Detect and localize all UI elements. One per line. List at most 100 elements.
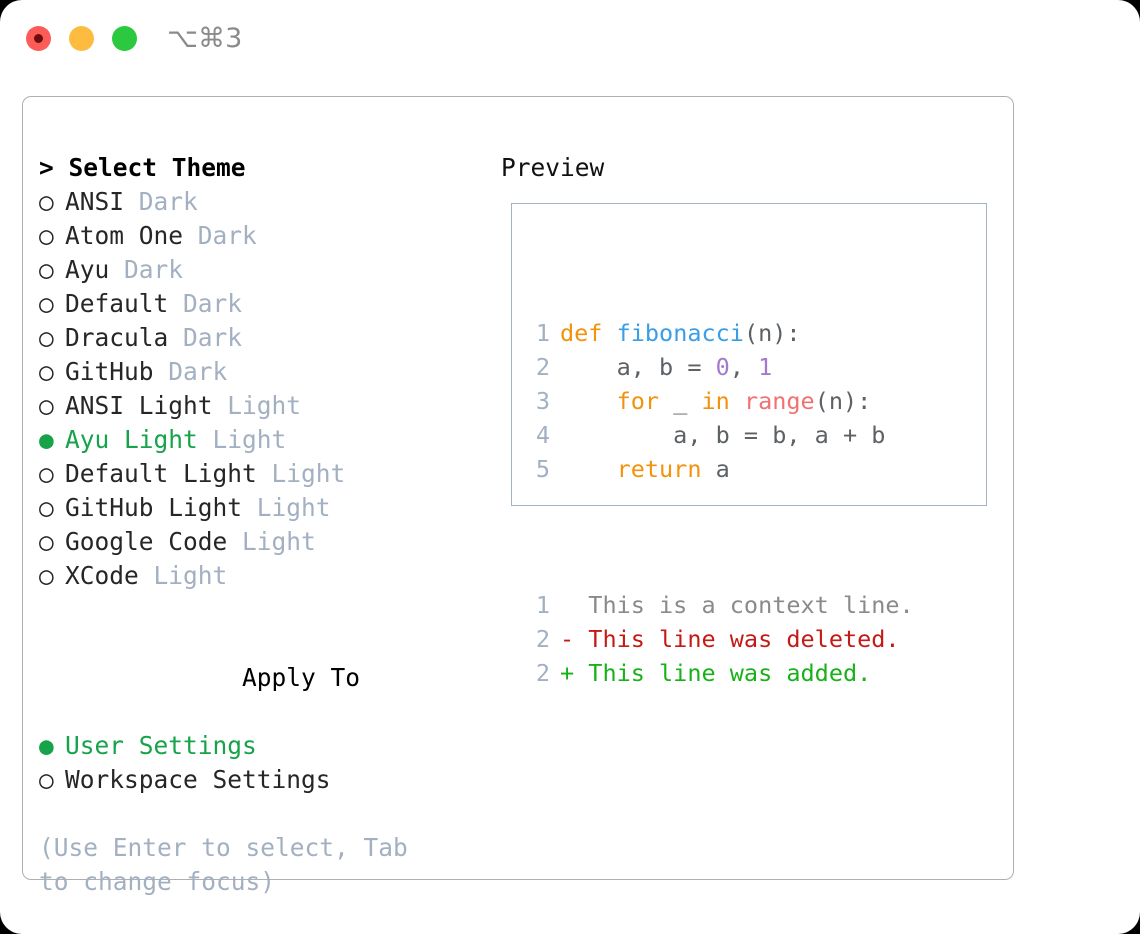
theme-item-ansi-light[interactable]: ○ ANSI Light Light: [39, 389, 479, 423]
diff-text: This is a context line.: [588, 591, 914, 619]
diff-line-deleted: 2- This line was deleted.: [528, 622, 914, 656]
theme-item-label: Ayu: [65, 255, 110, 284]
line-number: 3: [535, 387, 550, 415]
line-number: 1: [535, 319, 550, 347]
theme-item-ayu[interactable]: ○ Ayu Dark: [39, 253, 479, 287]
apply-to-list: ● User Settings○ Workspace Settings: [39, 729, 479, 797]
apply-to-item-workspace-settings[interactable]: ○ Workspace Settings: [39, 763, 479, 797]
line-number: 1: [535, 591, 550, 619]
diff-line-added: 2 + This line was added.: [528, 656, 914, 690]
theme-item-tag: Light: [256, 459, 346, 488]
minimize-button[interactable]: [69, 26, 94, 51]
apply-to-item-user-settings[interactable]: ● User Settings: [39, 729, 479, 763]
theme-item-atom-one[interactable]: ○ Atom One Dark: [39, 219, 479, 253]
apply-to-header: Apply To: [39, 627, 479, 729]
theme-item-label: Atom One: [65, 221, 184, 250]
code-token: _: [659, 387, 702, 415]
apply-to-item-label: User Settings: [65, 731, 257, 760]
theme-item-ansi[interactable]: ○ ANSI Dark: [39, 185, 479, 219]
diff-sign: +: [560, 659, 589, 687]
theme-item-tag: Light: [197, 425, 287, 454]
radio-unselected-icon: ○: [39, 561, 69, 590]
code-token: [602, 319, 616, 347]
close-button[interactable]: [26, 26, 51, 51]
code-token: [560, 387, 617, 415]
theme-item-tag: Dark: [168, 289, 243, 318]
diff-lines: 1 This is a context line.2- This line wa…: [528, 588, 914, 690]
diff-sign: -: [560, 625, 589, 653]
theme-item-dracula[interactable]: ○ Dracula Dark: [39, 321, 479, 355]
radio-unselected-icon: ○: [39, 187, 69, 216]
code-line: 3 for _ in range(n):: [528, 384, 914, 418]
diff-text: This line was added.: [588, 659, 872, 687]
theme-item-label: Default Light: [65, 459, 257, 488]
diff-sign: [560, 591, 588, 619]
theme-item-google-code[interactable]: ○ Google Code Light: [39, 525, 479, 559]
theme-item-github-light[interactable]: ○ GitHub Light Light: [39, 491, 479, 525]
line-number: 5: [535, 455, 550, 483]
main-panel: > Select Theme ○ ANSI Dark○ Atom One Dar…: [22, 96, 1014, 896]
theme-item-xcode[interactable]: ○ XCode Light: [39, 559, 479, 593]
theme-picker-column: > Select Theme ○ ANSI Dark○ Atom One Dar…: [39, 151, 479, 899]
code-token: [730, 387, 744, 415]
theme-item-label: Default: [65, 289, 169, 318]
maximize-button[interactable]: [112, 26, 137, 51]
keyboard-hint: (Use Enter to select, Tab to change focu…: [39, 833, 408, 896]
radio-unselected-icon: ○: [39, 323, 69, 352]
theme-item-label: Google Code: [65, 527, 228, 556]
radio-unselected-icon: ○: [39, 493, 69, 522]
theme-list: ○ ANSI Dark○ Atom One Dark○ Ayu Dark○ De…: [39, 185, 479, 593]
apply-to-header-label: Apply To: [242, 663, 361, 692]
code-token: return: [616, 455, 702, 483]
title-bar: ⌥⌘3: [0, 0, 1140, 78]
code-token: ,: [729, 353, 759, 381]
code-token: def: [560, 319, 603, 347]
radio-unselected-icon: ○: [39, 221, 69, 250]
apply-to-section: Apply To ● User Settings○ Workspace Sett…: [39, 627, 479, 797]
diff-line-context: 1 This is a context line.: [528, 588, 914, 622]
code-token: 1: [758, 353, 773, 381]
theme-item-label: Ayu Light: [65, 425, 198, 454]
code-token: (n):: [814, 387, 872, 415]
line-number: 2: [535, 659, 550, 687]
select-theme-header: > Select Theme: [39, 153, 246, 182]
apply-to-item-label: Workspace Settings: [65, 765, 331, 794]
theme-item-github[interactable]: ○ GitHub Dark: [39, 355, 479, 389]
close-icon: [34, 34, 43, 43]
code-token: a, b =: [560, 353, 716, 381]
radio-unselected-icon: ○: [39, 391, 69, 420]
theme-item-default-light[interactable]: ○ Default Light Light: [39, 457, 479, 491]
window-controls: [26, 26, 137, 51]
code-line: 2 a, b = 0, 1: [528, 350, 914, 384]
radio-selected-icon: ●: [39, 731, 69, 760]
code-token: fibonacci: [616, 319, 744, 347]
shortcut-label: ⌥⌘3: [167, 23, 243, 54]
theme-item-tag: Dark: [124, 187, 198, 216]
code-token: in: [701, 387, 730, 415]
theme-item-tag: Light: [138, 561, 228, 590]
theme-item-tag: Light: [212, 391, 302, 420]
radio-unselected-icon: ○: [39, 527, 69, 556]
preview-title: Preview: [501, 153, 605, 182]
theme-item-label: ANSI Light: [65, 391, 213, 420]
diff-text: This line was deleted.: [588, 625, 900, 653]
theme-item-tag: Light: [227, 527, 316, 556]
theme-item-label: XCode: [65, 561, 139, 590]
line-number: 2: [535, 353, 550, 381]
code-line: 4 a, b = b, a + b: [528, 418, 914, 452]
line-number: 2: [535, 625, 550, 653]
theme-item-ayu-light[interactable]: ● Ayu Light Light: [39, 423, 479, 457]
radio-unselected-icon: ○: [39, 765, 69, 794]
code-token: 0: [715, 353, 730, 381]
theme-item-default[interactable]: ○ Default Dark: [39, 287, 479, 321]
theme-item-tag: Dark: [183, 221, 257, 250]
theme-item-tag: Dark: [168, 323, 243, 352]
apply-to-indent: [216, 661, 242, 695]
radio-unselected-icon: ○: [39, 357, 69, 386]
